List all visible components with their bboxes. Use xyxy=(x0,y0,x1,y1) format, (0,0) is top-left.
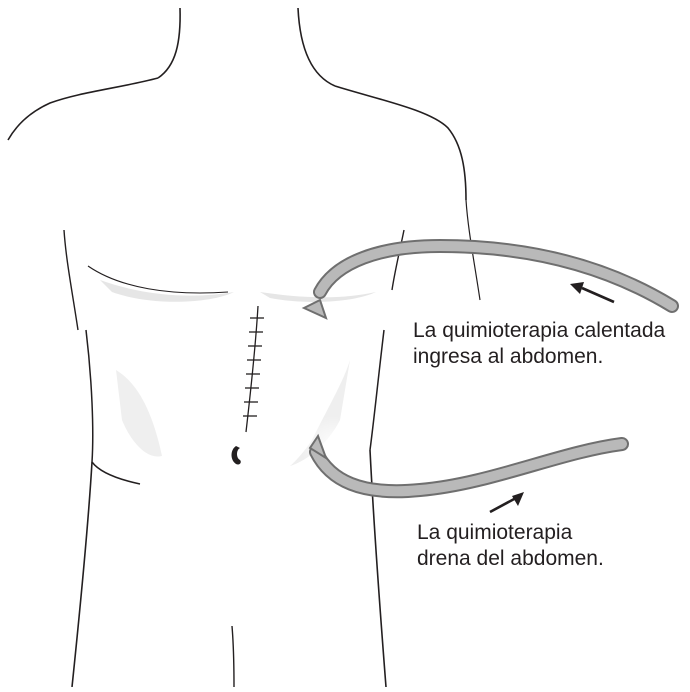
outflow-label: La quimioterapia drena del abdomen. xyxy=(417,520,604,572)
outflow-label-line2: drena del abdomen. xyxy=(417,546,604,572)
inflow-label-line1: La quimioterapia calentada xyxy=(413,318,665,344)
inflow-label: La quimioterapia calentada ingresa al ab… xyxy=(413,318,665,370)
outflow-label-line1: La quimioterapia xyxy=(417,520,604,546)
inflow-label-line2: ingresa al abdomen. xyxy=(413,344,665,370)
